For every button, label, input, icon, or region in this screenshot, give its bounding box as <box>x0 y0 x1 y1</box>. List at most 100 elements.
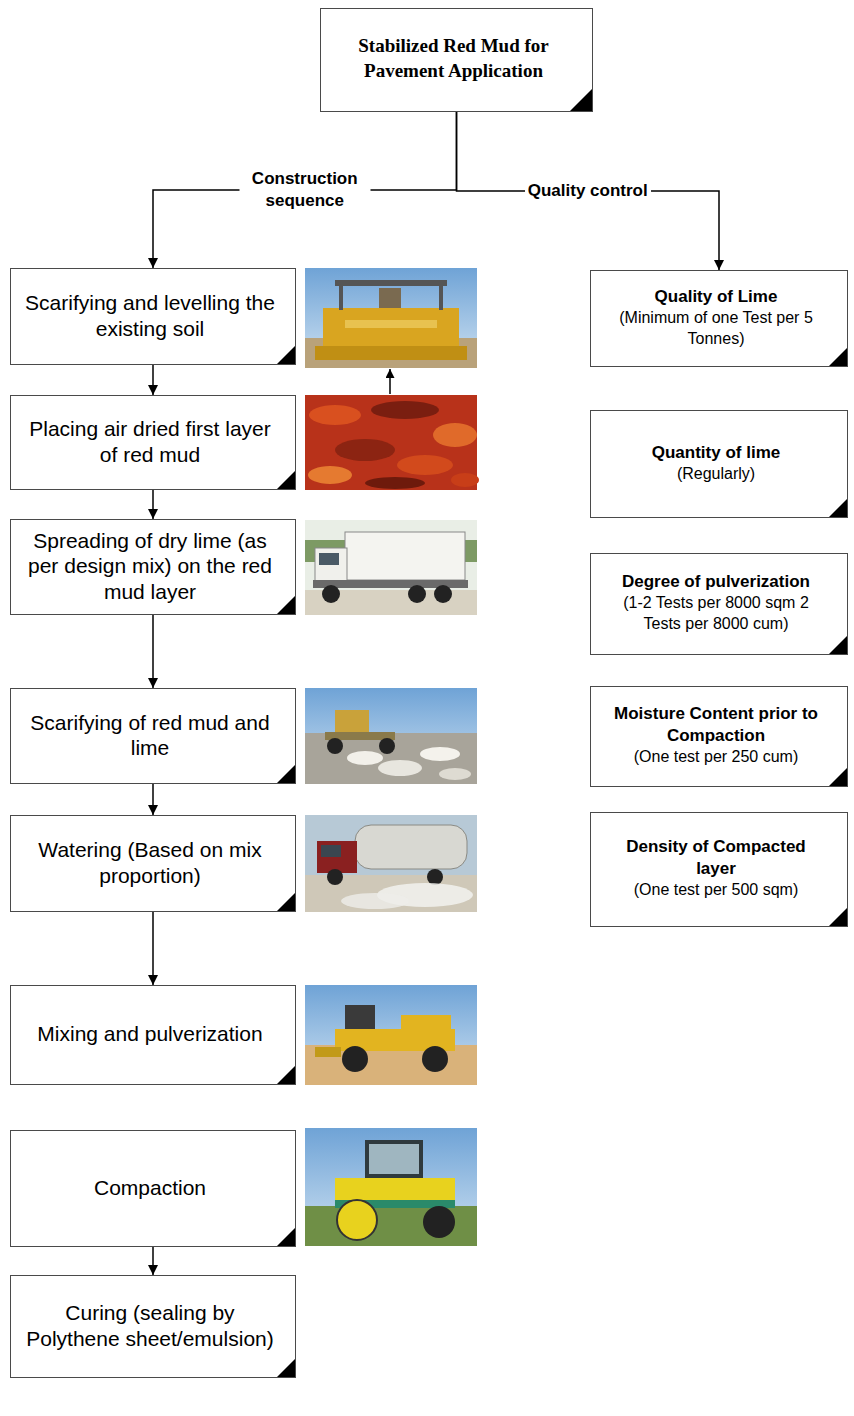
red-mud-photo-part <box>365 477 425 489</box>
grader-photo-part <box>347 751 383 765</box>
box-label: Placing air dried first layer of red mud <box>25 416 275 466</box>
grader-photo-part <box>327 738 343 754</box>
box-note: (One test per 250 cum) <box>634 747 799 768</box>
lime-truck-photo-part <box>434 585 452 603</box>
box-heading: Quality of Lime <box>655 286 778 308</box>
process-box: Scarifying and levelling the existing so… <box>10 268 296 365</box>
roller-photo-part <box>305 1128 477 1246</box>
process-box: Mixing and pulverization <box>10 985 296 1085</box>
roller-photo-part <box>365 1140 423 1182</box>
quality-box: Quantity of lime(Regularly) <box>590 410 848 518</box>
water-truck-photo-part <box>341 893 409 909</box>
flow-arrow <box>152 490 154 519</box>
flow-arrow <box>153 112 457 268</box>
box-heading: Density of Compacted layer <box>605 836 827 880</box>
process-box: Scarifying of red mud and lime <box>10 688 296 784</box>
flow-arrow <box>152 365 154 395</box>
red-mud-photo-part <box>309 405 361 425</box>
pulverizer-photo <box>305 985 477 1085</box>
red-mud-photo-part <box>451 473 479 487</box>
flow-arrow <box>152 615 154 688</box>
pulverizer-photo-part <box>422 1046 448 1072</box>
quality-box: Degree of pulverization(1-2 Tests per 80… <box>590 553 848 655</box>
scarifier-photo-part <box>439 286 443 310</box>
water-truck-photo-part <box>317 841 357 873</box>
box-heading: Quantity of lime <box>652 442 780 464</box>
water-truck-photo-part <box>305 815 477 912</box>
grader-photo-part <box>379 738 395 754</box>
photo-arrow <box>389 369 391 394</box>
box-heading: Degree of pulverization <box>622 571 810 593</box>
branch-label: Quality control <box>525 180 651 202</box>
title-box: Stabilized Red Mud for Pavement Applicat… <box>320 8 593 112</box>
lime-truck-photo-part <box>322 585 340 603</box>
box-label: Mixing and pulverization <box>37 1021 262 1046</box>
roller-photo-part <box>305 1206 477 1246</box>
red-mud-photo-part <box>308 466 352 484</box>
scarifier-photo-part <box>339 286 343 310</box>
red-mud-photo-part <box>433 423 477 447</box>
lime-truck-photo <box>305 520 477 615</box>
box-note: (1-2 Tests per 8000 sqm 2 Tests per 8000… <box>605 593 827 635</box>
box-label: Spreading of dry lime (as per design mix… <box>25 528 275 604</box>
flow-arrow <box>152 784 154 815</box>
pulverizer-photo-part <box>305 985 477 1085</box>
quality-box: Quality of Lime(Minimum of one Test per … <box>590 270 848 367</box>
box-label: Compaction <box>94 1175 206 1200</box>
roller-photo <box>305 1128 477 1246</box>
red-mud-photo-part <box>397 455 453 475</box>
process-box: Watering (Based on mix proportion) <box>10 815 296 912</box>
grader-photo <box>305 688 477 784</box>
water-truck-photo-part <box>355 825 467 869</box>
scarifier-photo-part <box>335 280 447 286</box>
grader-photo-part <box>378 760 422 776</box>
roller-photo-part <box>423 1206 455 1238</box>
pulverizer-photo-part <box>315 1047 341 1057</box>
box-heading: Moisture Content prior to Compaction <box>605 703 827 747</box>
box-note: (Regularly) <box>677 464 755 485</box>
branch-label: Construction sequence <box>239 168 370 212</box>
roller-photo-part <box>337 1200 377 1240</box>
box-label: Stabilized Red Mud for Pavement Applicat… <box>335 34 572 83</box>
quality-box: Moisture Content prior to Compaction(One… <box>590 686 848 787</box>
flow-arrow <box>152 1247 154 1275</box>
scarifier-photo-part <box>345 320 437 328</box>
lime-truck-photo-part <box>345 532 465 580</box>
box-label: Scarifying of red mud and lime <box>25 710 275 760</box>
pulverizer-photo-part <box>342 1046 368 1072</box>
water-truck-photo-part <box>327 869 343 885</box>
roller-photo-part <box>369 1144 419 1174</box>
scarifier-photo <box>305 268 477 368</box>
pulverizer-photo-part <box>401 1015 451 1035</box>
red-mud-photo-part <box>305 395 477 490</box>
water-truck-photo-part <box>321 845 341 857</box>
water-truck-photo-part <box>427 869 443 885</box>
box-label: Watering (Based on mix proportion) <box>25 837 275 887</box>
lime-truck-photo-part <box>319 553 339 565</box>
grader-photo-part <box>420 747 460 761</box>
flow-arrow <box>152 912 154 985</box>
scarifier-photo-part <box>379 288 401 308</box>
quality-box: Density of Compacted layer(One test per … <box>590 812 848 927</box>
scarifier-photo-part <box>315 346 467 360</box>
grader-photo-part <box>305 688 477 784</box>
process-box: Compaction <box>10 1130 296 1247</box>
box-label: Curing (sealing by Polythene sheet/emuls… <box>25 1300 275 1350</box>
process-box: Spreading of dry lime (as per design mix… <box>10 519 296 615</box>
grader-photo-part <box>439 768 471 780</box>
scarifier-photo-part <box>305 268 477 368</box>
box-note: (One test per 500 sqm) <box>634 880 799 901</box>
red-mud-photo-part <box>335 439 395 461</box>
process-box: Placing air dried first layer of red mud <box>10 395 296 490</box>
lime-truck-photo-part <box>408 585 426 603</box>
red-mud-photo <box>305 395 479 490</box>
water-truck-photo <box>305 815 477 912</box>
box-note: (Minimum of one Test per 5 Tonnes) <box>605 308 827 350</box>
grader-photo-part <box>305 733 477 784</box>
box-label: Scarifying and levelling the existing so… <box>25 290 275 340</box>
process-box: Curing (sealing by Polythene sheet/emuls… <box>10 1275 296 1378</box>
red-mud-photo-part <box>371 401 439 419</box>
lime-truck-photo-part <box>315 548 347 584</box>
flow-arrow <box>457 112 720 270</box>
